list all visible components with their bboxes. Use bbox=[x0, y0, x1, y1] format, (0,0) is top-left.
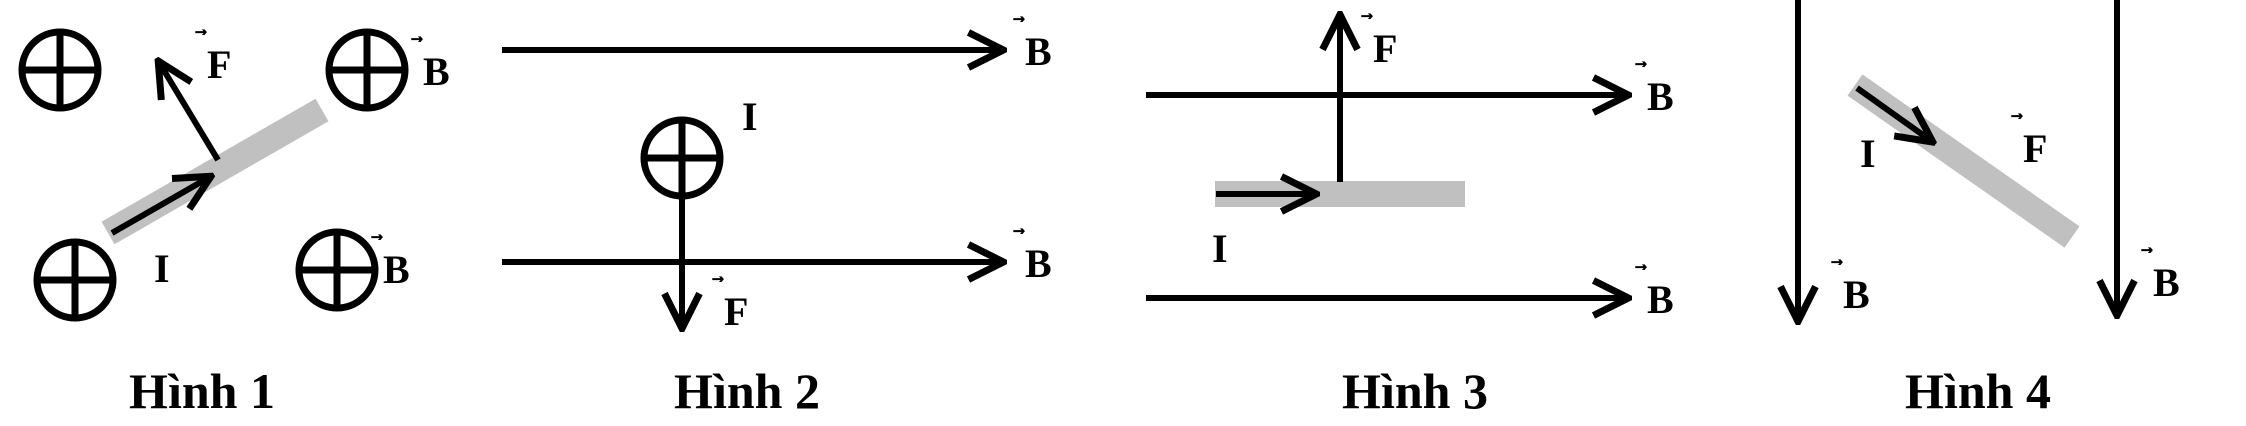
figure-2: I B ⃗ B ⃗ F ⃗ Hình 2 bbox=[502, 16, 1052, 419]
force-label: F bbox=[1373, 26, 1397, 71]
force-arrow bbox=[160, 64, 221, 162]
vector-arrow-mark: ⃗ bbox=[1013, 16, 1025, 22]
vector-arrow-mark: ⃗ bbox=[712, 276, 724, 282]
field-into-page-symbol bbox=[18, 28, 102, 112]
field-into-page-symbol bbox=[33, 238, 117, 322]
current-label: I bbox=[1212, 226, 1228, 271]
figure-3: F ⃗ B ⃗ B ⃗ I Hình 3 bbox=[1146, 13, 1674, 419]
figure-4: I F ⃗ B ⃗ B ⃗ Hình 4 bbox=[1798, 0, 2180, 419]
current-label: I bbox=[742, 94, 758, 139]
force-label: F bbox=[207, 42, 231, 87]
figure-caption: Hình 3 bbox=[1342, 363, 1488, 419]
current-label: I bbox=[154, 246, 170, 291]
current-label: I bbox=[1860, 131, 1876, 176]
vector-arrow-mark: ⃗ bbox=[411, 36, 423, 42]
vector-arrow-mark: ⃗ bbox=[1013, 228, 1025, 234]
current-arrow bbox=[110, 178, 208, 236]
current-arrow bbox=[1855, 85, 1930, 140]
vector-arrow-mark: ⃗ bbox=[1635, 61, 1647, 67]
field-label: B bbox=[423, 49, 450, 94]
field-into-page-symbol bbox=[295, 228, 379, 312]
field-label: B bbox=[1647, 277, 1674, 322]
field-label: B bbox=[383, 247, 410, 292]
field-label: B bbox=[1843, 272, 1870, 317]
figure-caption: Hình 4 bbox=[1905, 363, 2051, 419]
field-into-page-symbol bbox=[325, 28, 409, 112]
figure-caption: Hình 1 bbox=[129, 363, 275, 419]
figure-caption: Hình 2 bbox=[674, 363, 820, 419]
vector-arrow-mark: ⃗ bbox=[1361, 13, 1373, 19]
current-into-page-symbol bbox=[640, 116, 724, 200]
field-label: B bbox=[1025, 29, 1052, 74]
field-label: B bbox=[2153, 260, 2180, 305]
figure-1: F ⃗ B ⃗ B ⃗ I Hình 1 bbox=[18, 28, 450, 419]
vector-arrow-mark: ⃗ bbox=[2141, 247, 2153, 253]
vector-arrow-mark: ⃗ bbox=[1831, 259, 1843, 265]
vector-arrow-mark: ⃗ bbox=[195, 29, 207, 35]
vector-arrow-mark: ⃗ bbox=[1635, 264, 1647, 270]
field-label: B bbox=[1647, 74, 1674, 119]
force-label: F bbox=[2023, 126, 2047, 171]
vector-arrow-mark: ⃗ bbox=[371, 234, 383, 240]
field-label: B bbox=[1025, 241, 1052, 286]
vector-arrow-mark: ⃗ bbox=[2011, 113, 2023, 119]
force-label: F bbox=[724, 289, 748, 334]
